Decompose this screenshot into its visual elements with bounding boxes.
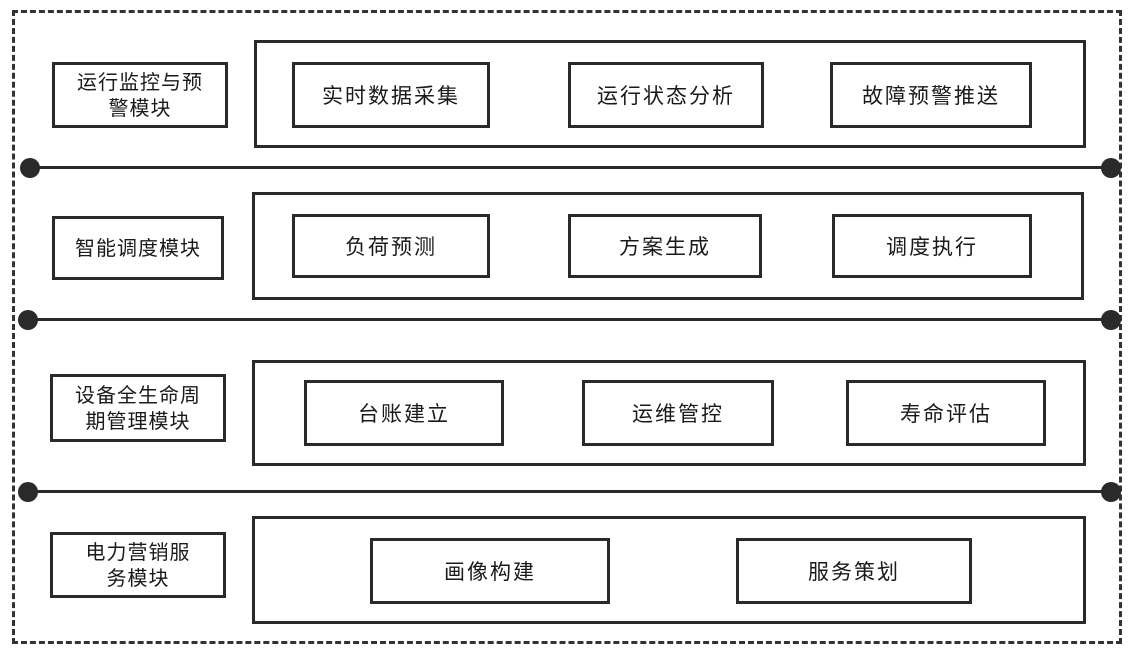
- divider-line-1: [28, 166, 1112, 169]
- sub-item-profile-construction: 画像构建: [370, 538, 610, 604]
- module-label-line: 期管理模块: [85, 409, 191, 433]
- module-label-equipment-lifecycle: 设备全生命周 期管理模块: [50, 374, 226, 442]
- module-container-operation-monitoring: [254, 40, 1086, 148]
- sub-item-operation-status-analysis: 运行状态分析: [568, 62, 764, 128]
- sub-item-life-assessment: 寿命评估: [846, 380, 1046, 446]
- module-container-equipment-lifecycle: [252, 360, 1086, 466]
- module-label-line: 警模块: [108, 96, 172, 120]
- divider-line-2: [28, 318, 1112, 321]
- divider-dot-left-1: [20, 158, 40, 178]
- sub-item-operation-maintenance-control: 运维管控: [582, 380, 774, 446]
- module-container-power-marketing-service: [252, 516, 1086, 624]
- module-container-intelligent-dispatch: [252, 192, 1084, 300]
- module-label-intelligent-dispatch: 智能调度模块: [52, 216, 224, 280]
- sub-item-plan-generation: 方案生成: [568, 214, 762, 278]
- divider-dot-left-3: [18, 482, 38, 502]
- module-label-line: 电力营销服: [85, 540, 191, 564]
- module-label-line: 智能调度模块: [75, 236, 201, 260]
- module-label-line: 运行监控与预: [77, 70, 203, 94]
- divider-dot-right-3: [1101, 482, 1121, 502]
- sub-item-fault-warning-push: 故障预警推送: [830, 62, 1032, 128]
- divider-dot-right-1: [1101, 158, 1121, 178]
- module-label-line: 设备全生命周: [75, 383, 201, 407]
- module-label-power-marketing-service: 电力营销服 务模块: [50, 532, 226, 598]
- sub-item-service-planning: 服务策划: [736, 538, 972, 604]
- divider-line-3: [28, 490, 1112, 493]
- sub-item-ledger-establishment: 台账建立: [304, 380, 504, 446]
- module-label-operation-monitoring: 运行监控与预 警模块: [52, 62, 228, 128]
- divider-dot-left-2: [18, 310, 38, 330]
- sub-item-dispatch-execution: 调度执行: [832, 214, 1032, 278]
- sub-item-realtime-data-collection: 实时数据采集: [292, 62, 490, 128]
- sub-item-load-forecast: 负荷预测: [292, 214, 490, 278]
- divider-dot-right-2: [1101, 310, 1121, 330]
- outer-dashed-frame: [12, 10, 1122, 644]
- module-label-line: 务模块: [106, 566, 170, 590]
